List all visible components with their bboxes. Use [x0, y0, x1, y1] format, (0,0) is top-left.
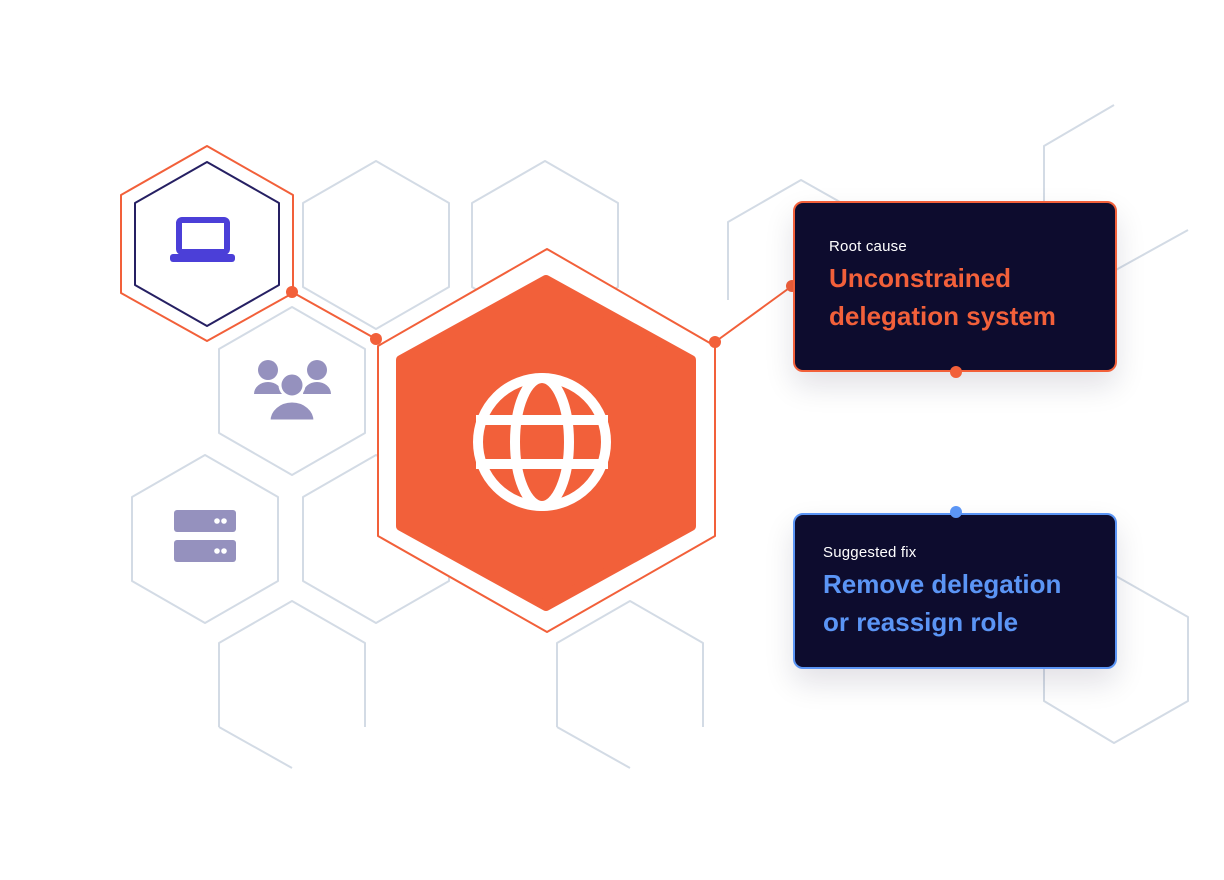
root-cause-title-line2: delegation system — [829, 301, 1056, 331]
globe-hex-fill — [396, 275, 696, 611]
suggested-fix-title-line2: or reassign role — [823, 607, 1019, 637]
users-icon — [254, 360, 331, 423]
connector-globe-root-cause — [714, 285, 793, 343]
globe-node — [377, 248, 716, 633]
root-cause-card: Root cause Unconstrained delegation syst… — [793, 201, 1117, 372]
bg-hexagon — [727, 179, 841, 300]
root-cause-title: Unconstrained delegation system — [829, 259, 1115, 335]
bg-hexagon — [556, 600, 704, 727]
connector-lines — [291, 285, 793, 343]
root-cause-title-line1: Unconstrained — [829, 263, 1012, 293]
globe-icon — [473, 373, 611, 511]
bg-hexagon — [218, 306, 366, 476]
suggested-fix-label: Suggested fix — [823, 544, 917, 561]
server-unit — [174, 540, 236, 562]
laptop-hex-inner — [134, 161, 280, 327]
laptop-node — [120, 145, 294, 342]
bg-hexagon — [302, 160, 450, 330]
laptop-base — [170, 254, 235, 262]
dot — [709, 336, 721, 348]
connector-laptop-globe — [291, 291, 377, 340]
server-unit — [174, 510, 236, 532]
bg-hexagon — [218, 726, 293, 769]
suggested-fix-title: Remove delegation or reassign role — [823, 565, 1115, 641]
server-icon — [174, 510, 236, 562]
dot — [370, 333, 382, 345]
bg-hexagon — [218, 600, 366, 727]
laptop-icon — [170, 217, 235, 262]
root-cause-label: Root cause — [829, 238, 907, 255]
bg-hexagon — [556, 726, 631, 769]
dot — [286, 286, 298, 298]
connection-dots — [286, 280, 798, 348]
suggested-fix-title-line1: Remove delegation — [823, 569, 1062, 599]
laptop-screen — [176, 217, 230, 255]
bg-hexagon — [1043, 574, 1189, 744]
bg-hexagon — [131, 454, 279, 624]
suggested-fix-card: Suggested fix Remove delegation or reass… — [793, 513, 1117, 669]
